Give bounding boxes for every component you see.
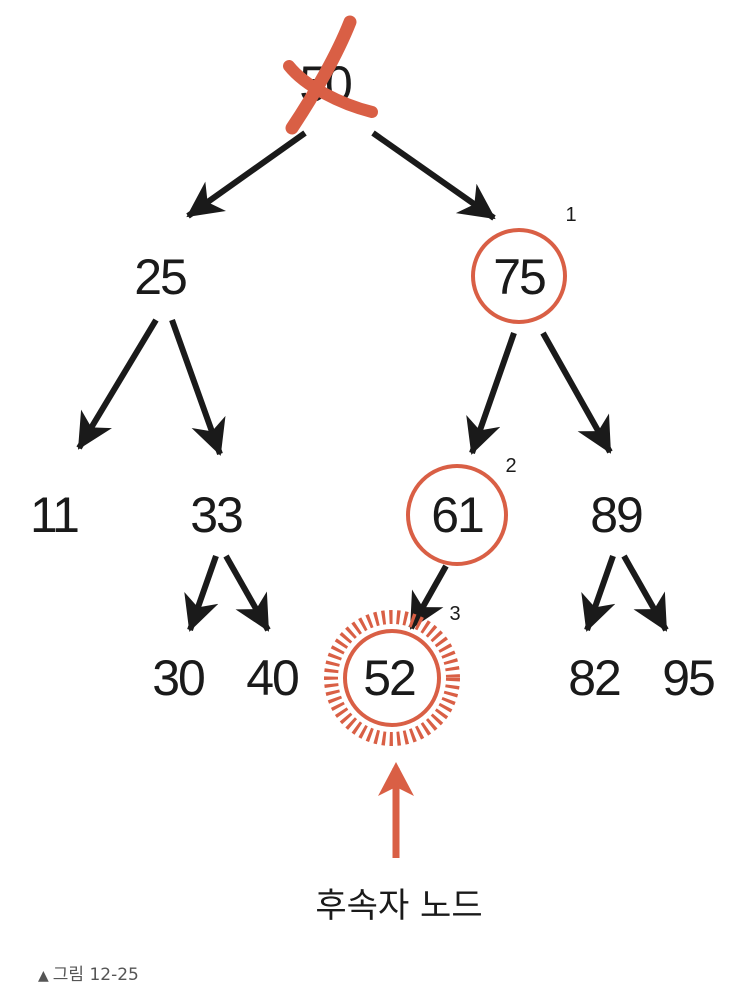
path-highlights	[324, 228, 567, 746]
node-61: 61	[431, 487, 483, 543]
tree-nodes: 50 25 75 11 33 61 89 30 40 52 82 95	[30, 56, 716, 706]
edge-25-11	[76, 318, 159, 450]
step-2: 2	[505, 455, 516, 477]
node-82: 82	[568, 650, 620, 706]
node-52: 52	[363, 650, 415, 706]
edge-50-75	[371, 130, 496, 221]
ring-node-75	[471, 228, 567, 324]
tree-edges	[76, 130, 669, 632]
ring-node-52	[343, 629, 441, 727]
edge-33-40	[223, 554, 271, 632]
node-30: 30	[152, 650, 204, 706]
node-75: 75	[493, 249, 545, 305]
ring-node-61	[406, 464, 508, 566]
node-95: 95	[662, 650, 714, 706]
node-25: 25	[134, 249, 186, 305]
node-40: 40	[246, 650, 298, 706]
successor-sunburst	[324, 610, 460, 746]
edge-89-95	[621, 554, 669, 632]
edge-33-30	[184, 555, 219, 632]
step-3: 3	[449, 603, 460, 625]
edge-75-89	[540, 331, 613, 454]
node-11: 11	[30, 487, 78, 543]
figure-caption: ▲그림 12-25	[38, 960, 139, 985]
node-33: 33	[190, 487, 242, 543]
delete-cross-mark	[283, 15, 378, 135]
edge-25-33	[169, 318, 226, 456]
step-numbers: 1 2 3	[449, 204, 576, 625]
edge-89-82	[581, 555, 616, 632]
edge-50-25	[186, 130, 307, 219]
step-1: 1	[565, 204, 576, 226]
edge-61-52	[408, 564, 449, 630]
triangle-up-icon: ▲	[38, 968, 49, 984]
successor-node-label: 후속자 노드	[315, 886, 482, 926]
edge-75-61	[466, 332, 517, 455]
figure-caption-text: 그림 12-25	[52, 965, 139, 985]
node-89: 89	[590, 487, 642, 543]
